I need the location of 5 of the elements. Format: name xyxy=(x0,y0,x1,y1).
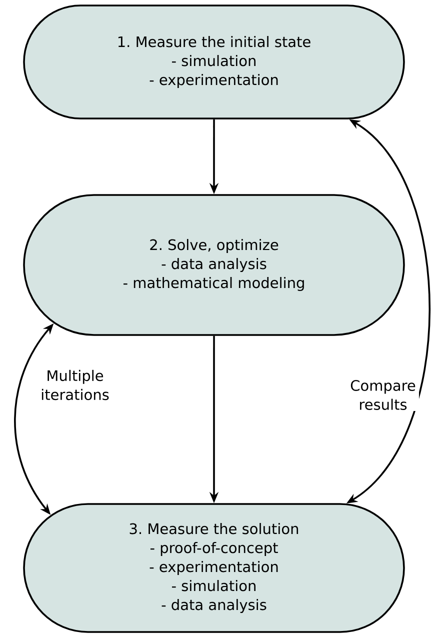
process-box: 3. Measure the solution - proof-of-concept - experimentation - simulation - data analysis xyxy=(23,503,405,633)
edge-label: Compare results xyxy=(347,379,419,411)
edge-label: Multiple iterations xyxy=(39,368,111,402)
process-box: 1. Measure the initial state - simulation - experimentation xyxy=(23,4,405,120)
process-box: 2. Solve, optimize - data analysis - mathematical modeling xyxy=(23,194,405,336)
